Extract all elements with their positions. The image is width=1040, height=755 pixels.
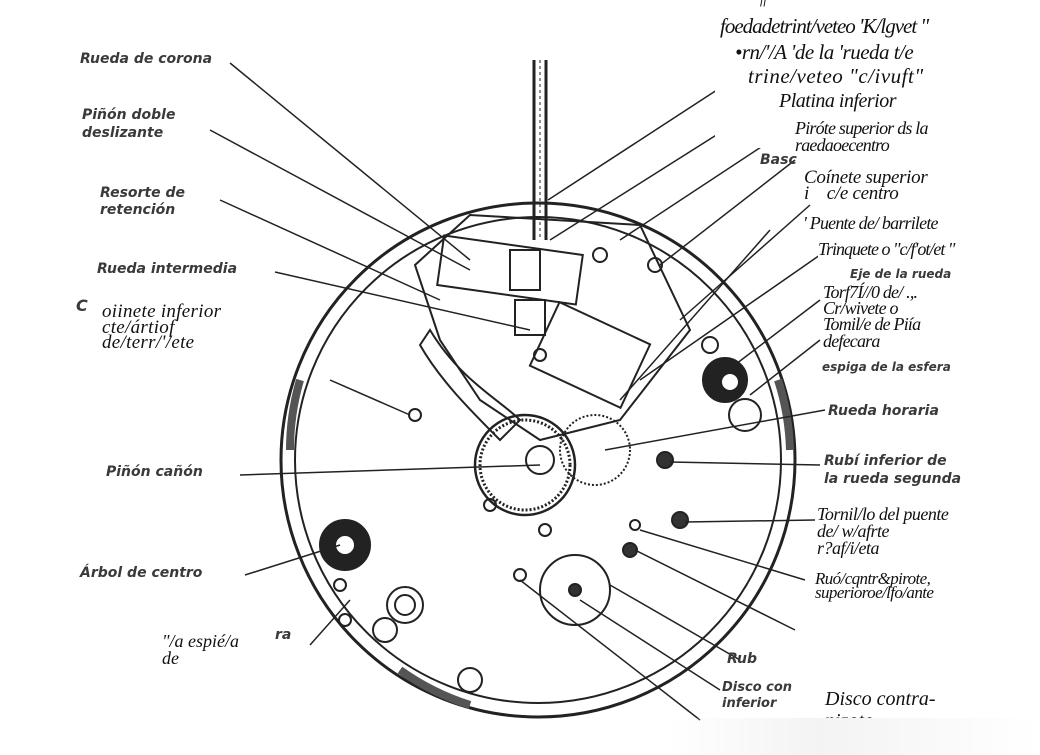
setting-lever — [436, 234, 584, 306]
overlay-lower-plate: Platina inferior — [779, 90, 897, 112]
overlay-barrel-bridge: ' Puente de/ barrilete — [803, 213, 939, 233]
overlay-centre-jewel: Coínete superior i c/e centro — [804, 167, 928, 205]
label-cannon-pinion: Piñón cañón — [106, 464, 203, 480]
overlay-mask-lower-left — [160, 630, 260, 668]
overlay-crown-wheel-a: foedadetrint/veteo 'K/lgvet " — [720, 14, 929, 38]
overlay-centre-pivot: Piróte superior ds la raedaoecentro — [795, 118, 929, 155]
label-retention-spring: Resorte de retención — [100, 185, 186, 218]
pinion-block — [514, 299, 546, 336]
label-fragment-ra: ra — [275, 627, 292, 643]
label-dial-pin-fragment: espiga de la esfera — [822, 360, 951, 374]
label-rub-fragment: Rub — [727, 651, 758, 667]
plate-outer-ring — [279, 201, 797, 719]
hour-wheel — [473, 413, 577, 517]
overlay-barrel-jewel: oiinete inferior cte/ártiof de/terr/'/et… — [102, 301, 222, 354]
click-spring — [528, 300, 652, 410]
overlay-endstone: Ruó/cqntr&pirote, superioroe/lfo/ante — [815, 569, 934, 603]
label-hour-wheel: Rueda horaria — [828, 403, 939, 419]
winding-stem — [532, 60, 548, 240]
overlay-click-screw: Torf7Í//0 de/ .,. Cr/wivete o Tomil/e de… — [823, 282, 921, 351]
overlay-spring-fragment: "/a espié/a de — [162, 631, 240, 669]
ring-hatch-bottom — [397, 666, 472, 709]
overlay-mask-left — [88, 300, 263, 360]
label-axle-fragment: Eje de la rueda — [850, 267, 952, 281]
barrel-bridge — [413, 213, 692, 442]
overlay-crown-wheel-b: •rn/'/A 'de la 'rueda t/e — [735, 40, 914, 64]
label-crown-wheel: Rueda de corona — [80, 51, 213, 67]
label-disc-fragment: Disco con inferior — [722, 680, 793, 711]
overlay-bridge-screw: Tornil/lo del puente de/ w/afrte r?af/i/… — [817, 504, 949, 559]
label-second-wheel-jewel: Rubí inferior de la rueda segunda — [824, 453, 962, 488]
overlay-click: Trinquete o "c/f'ot/et " — [818, 239, 955, 259]
scan-fade — [670, 718, 1040, 755]
label-intermediate-wheel: Rueda intermedia — [97, 261, 238, 277]
label-sliding-pinion: Piñón doble deslizante — [82, 107, 176, 141]
label-basc-fragment: Basc — [760, 152, 797, 168]
yoke-arm — [418, 328, 522, 442]
minute-wheel — [559, 414, 631, 486]
label-fragment-c: C — [76, 296, 88, 315]
overlay-mask-right — [815, 500, 985, 608]
overlay-top-fragment: ff — [760, 0, 767, 7]
plate-inner-ring — [294, 216, 782, 704]
ring-hatch-right — [774, 378, 794, 451]
ring-hatch-left — [286, 378, 304, 451]
clutch-wheel — [509, 249, 541, 291]
hour-wheel-teeth — [478, 418, 572, 512]
overlay-crown-wheel-c: trine/veteo "c/ivuft" — [748, 64, 924, 88]
cannon-pinion — [525, 445, 555, 475]
label-centre-arbor: Árbol de centro — [80, 565, 203, 581]
